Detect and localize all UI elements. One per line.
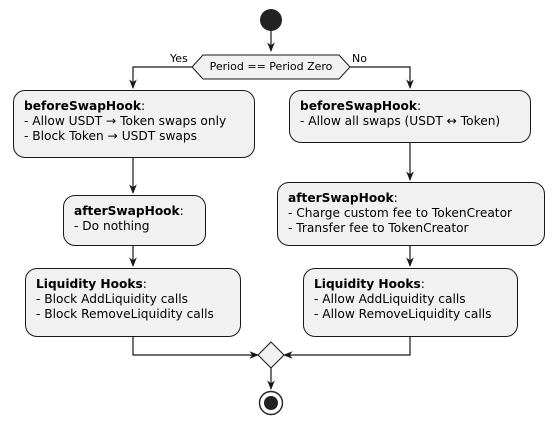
no-branch-label: No: [352, 52, 367, 65]
node-line: - Block RemoveLiquidity calls: [36, 307, 214, 321]
node-line: - Block AddLiquidity calls: [36, 292, 189, 306]
node-title-colon: :: [179, 204, 184, 218]
arrow-right-to-merge: [283, 337, 411, 359]
node-line: - Allow RemoveLiquidity calls: [314, 307, 492, 321]
right-after-swap-hook-node: afterSwapHook: - Charge custom fee to To…: [277, 182, 545, 246]
node-line: - Allow AddLiquidity calls: [314, 292, 466, 306]
right-liquidity-hooks-node: Liquidity Hooks: - Allow AddLiquidity ca…: [303, 268, 518, 337]
node-title-colon: :: [140, 99, 146, 113]
left-liquidity-hooks-node: Liquidity Hooks: - Block AddLiquidity ca…: [25, 268, 241, 337]
end-node-inner: [264, 396, 278, 410]
left-before-swap-hook-node: beforeSwapHook: - Allow USDT → Token swa…: [13, 90, 255, 158]
node-title-colon: :: [420, 277, 425, 291]
arrow-decision-to-left-branch: [129, 66, 192, 89]
node-line: - Allow all swaps (USDT ↔ Token): [300, 114, 501, 128]
node-title-colon: :: [416, 99, 422, 113]
node-title: beforeSwapHook: [300, 99, 417, 113]
yes-branch-label: Yes: [170, 52, 188, 65]
node-line: - Transfer fee to TokenCreator: [288, 221, 469, 235]
node-line: - Block Token → USDT swaps: [24, 129, 197, 143]
node-title-colon: :: [393, 191, 398, 205]
decision-label: Period == Period Zero: [209, 60, 333, 73]
node-title: beforeSwapHook: [24, 99, 141, 113]
arrow-decision-to-right-branch: [350, 66, 414, 89]
start-node: [260, 9, 282, 31]
node-title: afterSwapHook: [288, 191, 394, 205]
node-line: - Charge custom fee to TokenCreator: [288, 206, 513, 220]
right-before-swap-hook-node: beforeSwapHook: - Allow all swaps (USDT …: [289, 90, 531, 143]
arrow-left-to-merge: [132, 337, 259, 359]
left-after-swap-hook-node: afterSwapHook: - Do nothing: [63, 195, 206, 246]
node-title: Liquidity Hooks: [36, 277, 143, 291]
node-title: afterSwapHook: [74, 204, 180, 218]
node-title: Liquidity Hooks: [314, 277, 421, 291]
node-line: - Allow USDT → Token swaps only: [24, 114, 227, 128]
node-title-colon: :: [142, 277, 147, 291]
node-line: - Do nothing: [74, 219, 150, 233]
merge-diamond: [257, 341, 285, 369]
